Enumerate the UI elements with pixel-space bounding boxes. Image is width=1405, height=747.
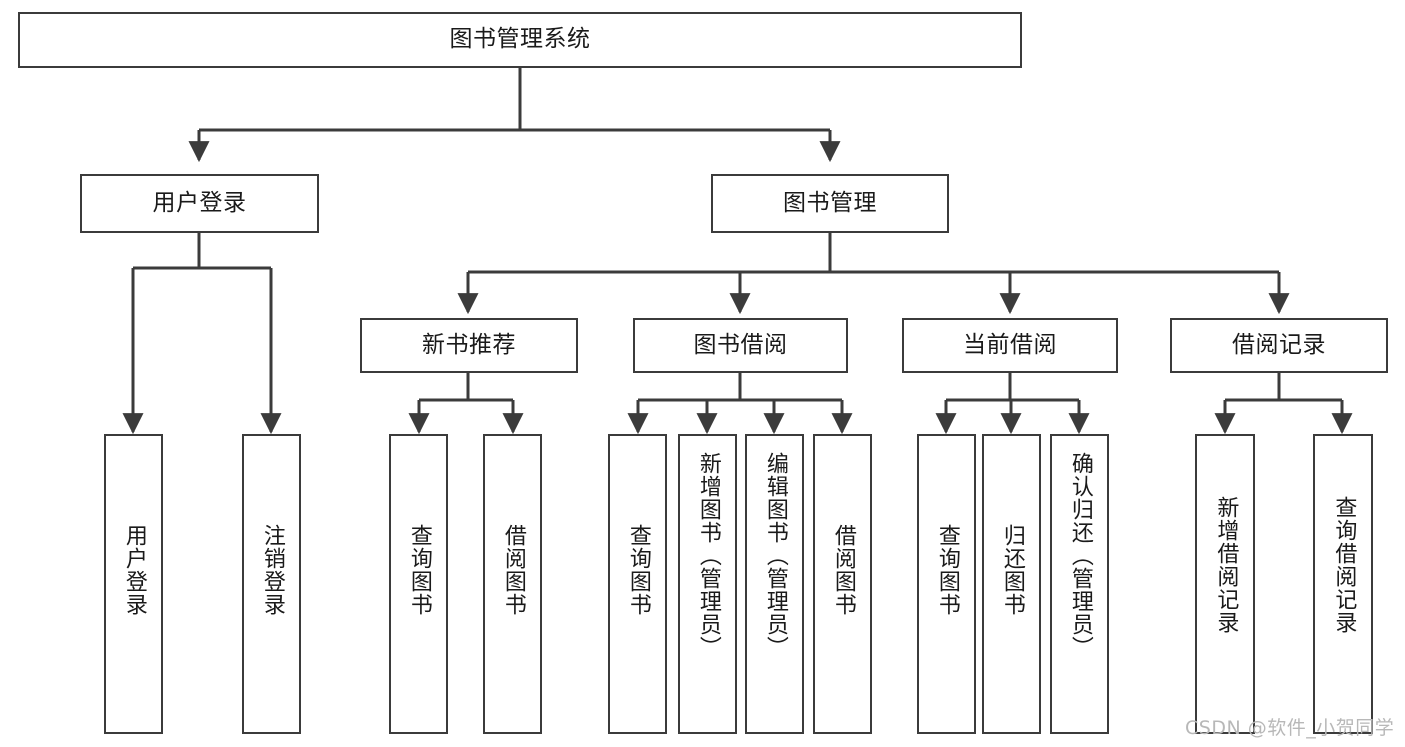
node-book-management[interactable]: 图书管理	[711, 174, 949, 233]
node-leaf-return-book[interactable]: 归还图书	[982, 434, 1041, 734]
node-label: 图书管理	[783, 189, 877, 216]
node-leaf-confirm-return-admin[interactable]: 确认归还（管理员）	[1050, 434, 1109, 734]
node-label: 新书推荐	[422, 331, 516, 358]
node-leaf-query-book-3[interactable]: 查询图书	[917, 434, 976, 734]
node-current-borrow[interactable]: 当前借阅	[902, 318, 1118, 373]
node-leaf-query-borrow-record[interactable]: 查询借阅记录	[1313, 434, 1373, 734]
node-leaf-borrow-book-2[interactable]: 借阅图书	[813, 434, 872, 734]
node-label: 确认归还（管理员）	[1067, 452, 1093, 659]
node-leaf-user-login[interactable]: 用户登录	[104, 434, 163, 734]
node-label: 编辑图书（管理员）	[762, 452, 788, 659]
node-label: 用户登录	[121, 524, 147, 616]
node-label: 借阅记录	[1232, 331, 1326, 358]
node-label: 用户登录	[152, 189, 247, 216]
node-label: 查询借阅记录	[1331, 496, 1357, 634]
node-book-borrow[interactable]: 图书借阅	[633, 318, 848, 373]
node-label: 查询图书	[625, 524, 651, 616]
node-leaf-borrow-book-1[interactable]: 借阅图书	[483, 434, 542, 734]
node-system-root[interactable]: 图书管理系统	[18, 12, 1022, 68]
node-label: 注销登录	[259, 524, 285, 616]
node-label: 新增借阅记录	[1213, 496, 1239, 634]
node-leaf-add-borrow-record[interactable]: 新增借阅记录	[1195, 434, 1255, 734]
node-label: 图书借阅	[693, 331, 788, 358]
node-label: 新增图书（管理员）	[695, 452, 721, 659]
node-leaf-query-book-2[interactable]: 查询图书	[608, 434, 667, 734]
node-label: 图书管理系统	[449, 26, 591, 53]
node-label: 归还图书	[999, 524, 1025, 616]
node-leaf-query-book-1[interactable]: 查询图书	[389, 434, 448, 734]
node-new-book-recommend[interactable]: 新书推荐	[360, 318, 578, 373]
node-leaf-add-book-admin[interactable]: 新增图书（管理员）	[678, 434, 737, 734]
watermark-text: CSDN @软件_小贺同学	[1185, 717, 1395, 739]
node-label: 当前借阅	[963, 331, 1057, 358]
node-leaf-logout-login[interactable]: 注销登录	[242, 434, 301, 734]
node-label: 借阅图书	[830, 524, 856, 616]
node-user-login[interactable]: 用户登录	[80, 174, 319, 233]
node-label: 借阅图书	[500, 524, 526, 616]
node-label: 查询图书	[406, 524, 432, 616]
node-borrow-record[interactable]: 借阅记录	[1170, 318, 1388, 373]
node-label: 查询图书	[934, 524, 960, 616]
node-leaf-edit-book-admin[interactable]: 编辑图书（管理员）	[745, 434, 804, 734]
